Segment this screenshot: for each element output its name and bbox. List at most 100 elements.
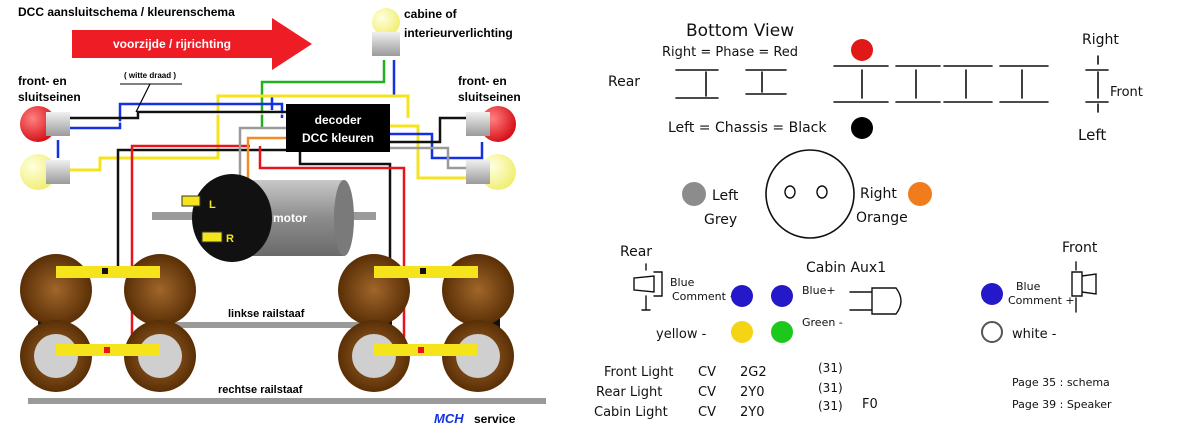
brand: MCH service <box>434 411 516 426</box>
contact-red-left <box>104 347 110 353</box>
front-common-label: Comment + <box>1008 294 1075 307</box>
pin-1 <box>675 69 719 99</box>
cabin-label-2: interieurverlichting <box>404 26 513 40</box>
cabin-section-label: Cabin Aux1 <box>806 260 886 276</box>
front-white-label: white - <box>1012 327 1057 342</box>
motor-back <box>334 180 354 256</box>
cabin-green-label: Green - <box>802 316 843 329</box>
cv-table: Front Light CV 2G2 (31) Rear Light CV 2Y… <box>594 361 878 420</box>
terminal-r <box>201 231 223 243</box>
front-right-label-1: front- en <box>458 74 507 88</box>
yellow-wire-left <box>68 94 410 172</box>
arrow-label: voorzijde / rijrichting <box>113 37 231 51</box>
blue-wire-left <box>68 102 284 130</box>
contact-black-right <box>420 268 426 274</box>
front-lamps-left: front- en sluitseinen <box>18 74 81 190</box>
f0-label: F0 <box>862 397 878 412</box>
yellow-wire-right <box>390 124 470 180</box>
left-rail-label: linkse railstaaf <box>228 308 305 320</box>
cv-row3-value: 2Y0 <box>740 405 764 420</box>
contact-red-right <box>418 347 424 353</box>
right-orange-label-1: Right <box>860 186 897 202</box>
motor-label: motor <box>273 211 307 225</box>
cv-row1-label: Front Light <box>604 365 673 380</box>
contact-black-left <box>102 268 108 274</box>
front-lamps-right: front- en sluitseinen <box>458 74 521 190</box>
left-grey-label-1: Left <box>712 188 739 204</box>
pin-row <box>675 55 1109 113</box>
pin-6 <box>999 65 1049 103</box>
cv-row2-cv: CV <box>698 385 716 400</box>
decoder: decoder DCC kleuren <box>286 104 390 152</box>
brand-name: MCH <box>434 411 464 426</box>
cabin-label-1: cabine of <box>404 7 458 21</box>
dot-yellow <box>731 321 753 343</box>
white-wire-left <box>68 113 290 123</box>
terminal-r-label: R <box>226 233 234 245</box>
dot-red <box>851 39 873 61</box>
right-phase-label: Right = Phase = Red <box>662 45 798 60</box>
white-wire-note: ( witte draad ) <box>120 71 182 113</box>
rear-common-label: Comment + <box>672 290 739 303</box>
lamp-socket-right-bottom <box>466 160 490 184</box>
rear-led-icon <box>633 263 663 311</box>
cv-row2-label: Rear Light <box>596 385 662 400</box>
motor-shaft-right <box>340 212 376 220</box>
black-wire-right-light <box>390 116 470 144</box>
wheel-top-right-2 <box>442 254 514 326</box>
left-chassis-label: Left = Chassis = Black <box>668 120 827 136</box>
terminal-l-label: L <box>209 199 216 211</box>
page39-note: Page 39 : Speaker <box>1012 398 1112 411</box>
rear-blue-label: Blue <box>670 276 695 289</box>
lamp-socket-right-top <box>466 112 490 136</box>
cv-row3-paren: (31) <box>818 399 843 413</box>
bottom-view-title: Bottom View <box>686 21 794 41</box>
diagram-title: DCC aansluitschema / kleurenschema <box>18 5 235 19</box>
front-led-icon <box>1071 261 1097 313</box>
dot-white <box>981 321 1003 343</box>
front-right-label-2: sluitseinen <box>458 90 521 104</box>
right-top-label: Right <box>1082 32 1119 48</box>
left-grey-label-2: Grey <box>704 212 737 228</box>
right-rail-label: rechtse railstaaf <box>218 384 303 396</box>
cv-row2-paren: (31) <box>818 381 843 395</box>
left-diagram: DCC aansluitschema / kleurenschema voorz… <box>18 5 546 426</box>
lamp-socket-left-bottom <box>46 160 70 184</box>
dot-black <box>851 117 873 139</box>
cv-row1-value: 2G2 <box>740 365 767 380</box>
cabin-lamp-bulb <box>372 8 400 36</box>
motor-end-cap <box>192 174 272 262</box>
cabin-blue-label: Blue+ <box>802 284 836 297</box>
black-wire-left-light <box>68 110 294 120</box>
lamp-socket-left-top <box>46 112 70 136</box>
rear-top-label: Rear <box>608 74 640 90</box>
dot-orange <box>908 182 932 206</box>
bogie-right <box>338 254 514 392</box>
bogie-left <box>20 254 196 392</box>
cv-row1-cv: CV <box>698 365 716 380</box>
decoder-label-2: DCC kleuren <box>302 131 374 145</box>
page35-note: Page 35 : schema <box>1012 376 1110 389</box>
dot-blue-cabin <box>771 285 793 307</box>
pin-4 <box>895 65 941 103</box>
dot-blue-rear <box>731 285 753 307</box>
speaker-terminal-right <box>816 185 828 199</box>
handwritten-notes: Bottom View Right = Phase = Red Right Re… <box>594 21 1143 420</box>
cabin-lamp: cabine of interieurverlichting <box>372 7 513 56</box>
pin-2 <box>745 69 787 95</box>
pin-5 <box>943 65 993 103</box>
dot-blue-front <box>981 283 1003 305</box>
cv-row3-label: Cabin Light <box>594 405 668 420</box>
wheel-top-left-2 <box>124 254 196 326</box>
pin-3 <box>833 65 889 103</box>
left-rail <box>172 322 367 328</box>
wheel-top-right-1 <box>338 254 410 326</box>
cabin-lamp-socket <box>372 32 400 56</box>
cv-row3-cv: CV <box>698 405 716 420</box>
front-side-label: Front <box>1110 85 1143 100</box>
front-blue-label: Blue <box>1016 280 1041 293</box>
arrow-shape <box>72 18 312 70</box>
dot-grey <box>682 182 706 206</box>
front-left-label-2: sluitseinen <box>18 90 81 104</box>
